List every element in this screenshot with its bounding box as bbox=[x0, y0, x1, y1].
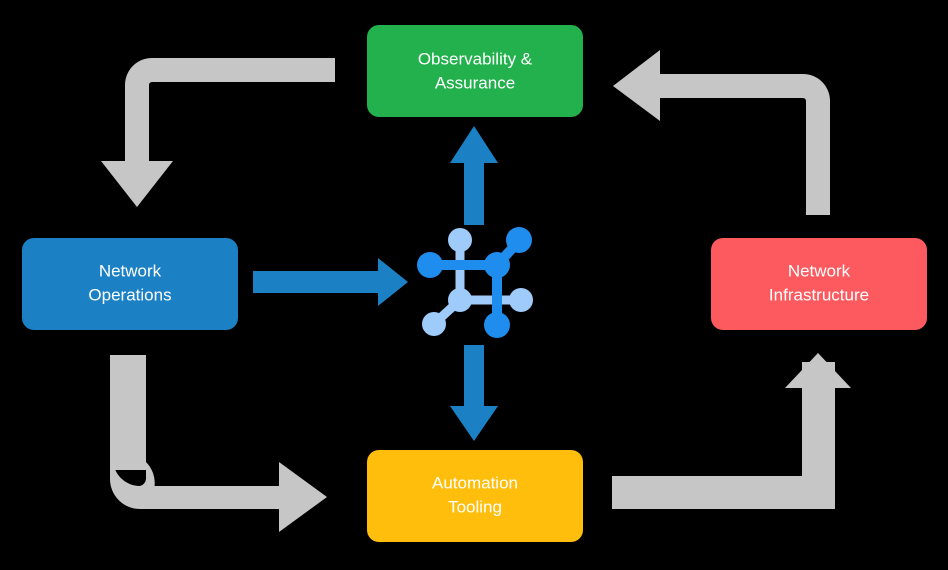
node-network-operations-box[interactable] bbox=[22, 238, 238, 330]
gray-arrow-infrastructure-to-observability bbox=[613, 50, 830, 215]
node-observability-label-line2: Assurance bbox=[435, 73, 515, 92]
node-automation-tooling-label-line1: Automation bbox=[432, 473, 518, 492]
gray-arrow-observability-to-operations bbox=[101, 58, 335, 207]
node-observability-label-line1: Observability & bbox=[418, 49, 533, 68]
node-network-infrastructure[interactable]: Network Infrastructure bbox=[711, 238, 927, 330]
network-topology-icon bbox=[417, 227, 533, 338]
node-observability-box[interactable] bbox=[367, 25, 583, 117]
node-observability-assurance[interactable]: Observability & Assurance bbox=[367, 25, 583, 117]
node-network-infrastructure-label-line2: Infrastructure bbox=[769, 285, 869, 304]
node-automation-tooling-box[interactable] bbox=[367, 450, 583, 542]
blue-arrow-core-to-automation bbox=[450, 345, 498, 441]
node-automation-tooling-label-line2: Tooling bbox=[448, 497, 502, 516]
node-network-infrastructure-label-line1: Network bbox=[788, 261, 851, 280]
node-network-operations-label-line1: Network bbox=[99, 261, 162, 280]
node-network-operations-label-line2: Operations bbox=[88, 285, 171, 304]
blue-arrow-operations-to-core bbox=[253, 258, 408, 306]
node-network-operations[interactable]: Network Operations bbox=[22, 238, 238, 330]
gray-arrow-operations-to-automation bbox=[110, 355, 327, 532]
node-automation-tooling[interactable]: Automation Tooling bbox=[367, 450, 583, 542]
blue-arrow-core-to-observability bbox=[450, 126, 498, 225]
node-network-infrastructure-box[interactable] bbox=[711, 238, 927, 330]
gray-arrow-automation-to-infrastructure bbox=[612, 353, 851, 510]
